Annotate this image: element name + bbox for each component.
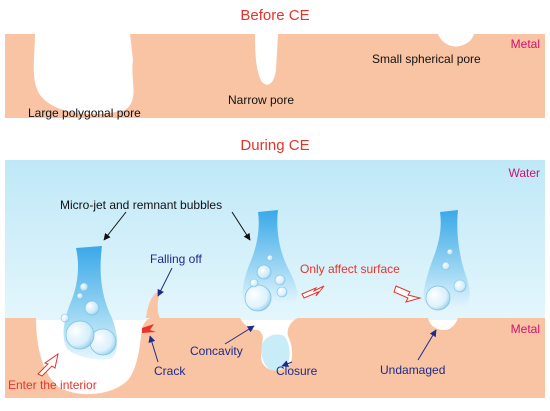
concavity-arrow	[224, 325, 255, 345]
bubble	[266, 254, 274, 262]
bubble	[256, 264, 272, 280]
bubble	[425, 285, 451, 311]
narrow-pore-label: Narrow pore	[228, 93, 294, 107]
undamaged-arrow	[417, 329, 437, 361]
closure-label: Closure	[276, 364, 318, 378]
during-metal-label: Metal	[511, 322, 540, 336]
enter-arrow	[37, 352, 59, 377]
jet-right	[423, 210, 470, 311]
enter-label: Enter the interior	[8, 378, 97, 392]
microjet-arrow-middle	[231, 211, 251, 241]
bubble	[249, 278, 259, 288]
bubble	[244, 284, 272, 312]
falling-off-label: Falling off	[150, 252, 202, 266]
bubble	[65, 320, 95, 350]
bubble	[276, 286, 288, 298]
falling-off-arrow	[157, 267, 173, 297]
concavity-label: Concavity	[190, 344, 243, 358]
before-metal-strip	[5, 34, 545, 118]
large-pore-label: Large polygonal pore	[28, 106, 141, 120]
microjet-label: Micro-jet and remnant bubbles	[60, 198, 222, 212]
only-surface-label: Only affect surface	[300, 262, 400, 276]
bubble	[60, 313, 70, 323]
bubble	[76, 292, 84, 300]
undamaged-label: Undamaged	[380, 363, 445, 377]
jet-left	[60, 246, 118, 360]
closure-arrow	[281, 360, 293, 367]
bubble	[79, 282, 89, 292]
microjet-arrow-left	[103, 211, 127, 241]
small-pore-label: Small spherical pore	[372, 52, 481, 66]
crack-arrow	[148, 335, 159, 363]
before-metal-label: Metal	[511, 37, 540, 51]
jet-middle	[242, 210, 298, 312]
surface-arrow-left	[301, 285, 325, 299]
bubble	[441, 261, 451, 271]
during-metal-strip	[5, 318, 545, 398]
surface-arrow-right	[393, 285, 422, 303]
bubble	[446, 248, 454, 256]
crack-mark	[142, 324, 156, 333]
crack-label: Crack	[154, 364, 186, 378]
bubble	[274, 274, 286, 286]
bubble	[453, 279, 467, 293]
before-title: Before CE	[240, 7, 309, 24]
during-title: During CE	[240, 137, 309, 154]
water-label: Water	[508, 166, 540, 180]
bubble	[84, 300, 100, 316]
falling-off-flake	[146, 290, 160, 318]
